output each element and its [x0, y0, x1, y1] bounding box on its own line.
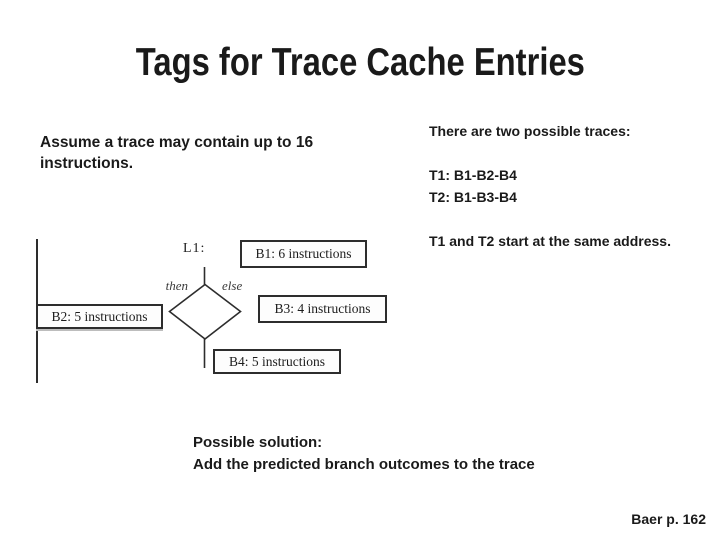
- traces-heading: There are two possible traces:: [429, 123, 631, 139]
- traces-note: T1 and T2 start at the same address.: [429, 233, 671, 249]
- assumption-note: Assume a trace may contain up to 16 inst…: [40, 134, 314, 172]
- block-b1: B1: 6 instructions: [240, 240, 367, 268]
- block-b4: B4: 5 instructions: [213, 349, 341, 374]
- traces-panel: There are two possible traces: T1: B1-B2…: [429, 121, 717, 251]
- solution-heading: Possible solution:: [193, 434, 323, 451]
- entry-label: L1:: [183, 241, 206, 256]
- trace-2: T2: B1-B3-B4: [429, 189, 517, 205]
- solution-block: Possible solution: Add the predicted bra…: [193, 432, 535, 475]
- then-label: then: [165, 278, 188, 293]
- page-title-text: Tags for Trace Cache Entries: [135, 41, 585, 84]
- page-title: Tags for Trace Cache Entries: [0, 42, 720, 84]
- else-label: else: [222, 278, 243, 293]
- trace-1: T1: B1-B2-B4: [429, 167, 517, 183]
- footer-reference: Baer p. 162: [631, 511, 706, 527]
- solution-body: Add the predicted branch outcomes to the…: [193, 455, 535, 473]
- block-b2: B2: 5 instructions: [36, 304, 163, 329]
- block-b3: B3: 4 instructions: [258, 295, 387, 323]
